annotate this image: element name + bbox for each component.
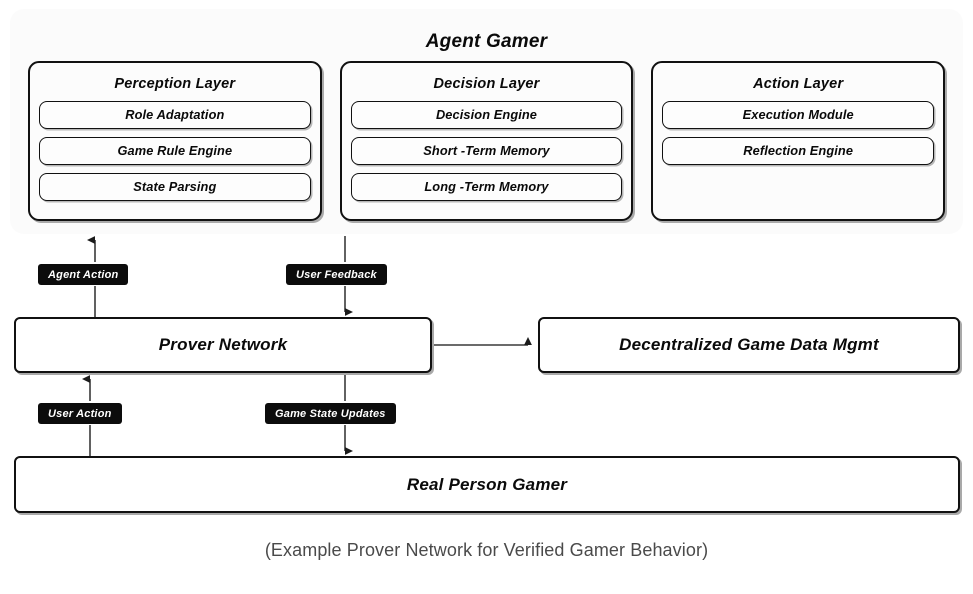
- layer-title-decision: Decision Layer: [433, 76, 540, 92]
- node-prover-network[interactable]: Prover Network: [14, 317, 432, 373]
- layer-panel-action[interactable]: Action Layer Execution Module Reflection…: [651, 61, 946, 221]
- layer-panel-perception[interactable]: Perception Layer Role Adaptation Game Ru…: [28, 61, 322, 221]
- layer-item-decision-engine[interactable]: Decision Engine: [350, 101, 623, 129]
- layer-title-action: Action Layer: [753, 76, 844, 92]
- layer-item-role-adaptation[interactable]: Role Adaptation: [39, 101, 311, 129]
- node-real-person-gamer[interactable]: Real Person Gamer: [14, 456, 960, 513]
- diagram-caption: (Example Prover Network for Verified Gam…: [264, 540, 709, 560]
- layer-item-long-term-memory[interactable]: Long -Term Memory: [350, 173, 623, 201]
- agent-layers-row: Perception Layer Role Adaptation Game Ru…: [28, 61, 946, 221]
- node-decentralized-game-data-mgmt[interactable]: Decentralized Game Data Mgmt: [538, 317, 960, 373]
- agent-gamer-title: Agent Gamer: [425, 31, 548, 52]
- layer-item-state-parsing[interactable]: State Parsing: [39, 173, 311, 201]
- edge-label-user-action: User Action: [38, 403, 122, 424]
- edge-label-agent-action: Agent Action: [38, 264, 129, 285]
- edge-label-user-feedback: User Feedback: [286, 264, 387, 285]
- layer-item-short-term-memory[interactable]: Short -Term Memory: [350, 137, 623, 165]
- layer-item-execution-module[interactable]: Execution Module: [662, 101, 935, 129]
- layer-item-reflection-engine[interactable]: Reflection Engine: [662, 137, 935, 165]
- edge-label-game-state-updates: Game State Updates: [265, 403, 396, 424]
- layer-title-perception: Perception Layer: [114, 76, 236, 92]
- layer-panel-decision[interactable]: Decision Layer Decision Engine Short -Te…: [339, 61, 634, 221]
- layer-item-game-rule-engine[interactable]: Game Rule Engine: [39, 137, 311, 165]
- agent-gamer-container: Agent Gamer Perception Layer Role Adapta…: [10, 9, 963, 234]
